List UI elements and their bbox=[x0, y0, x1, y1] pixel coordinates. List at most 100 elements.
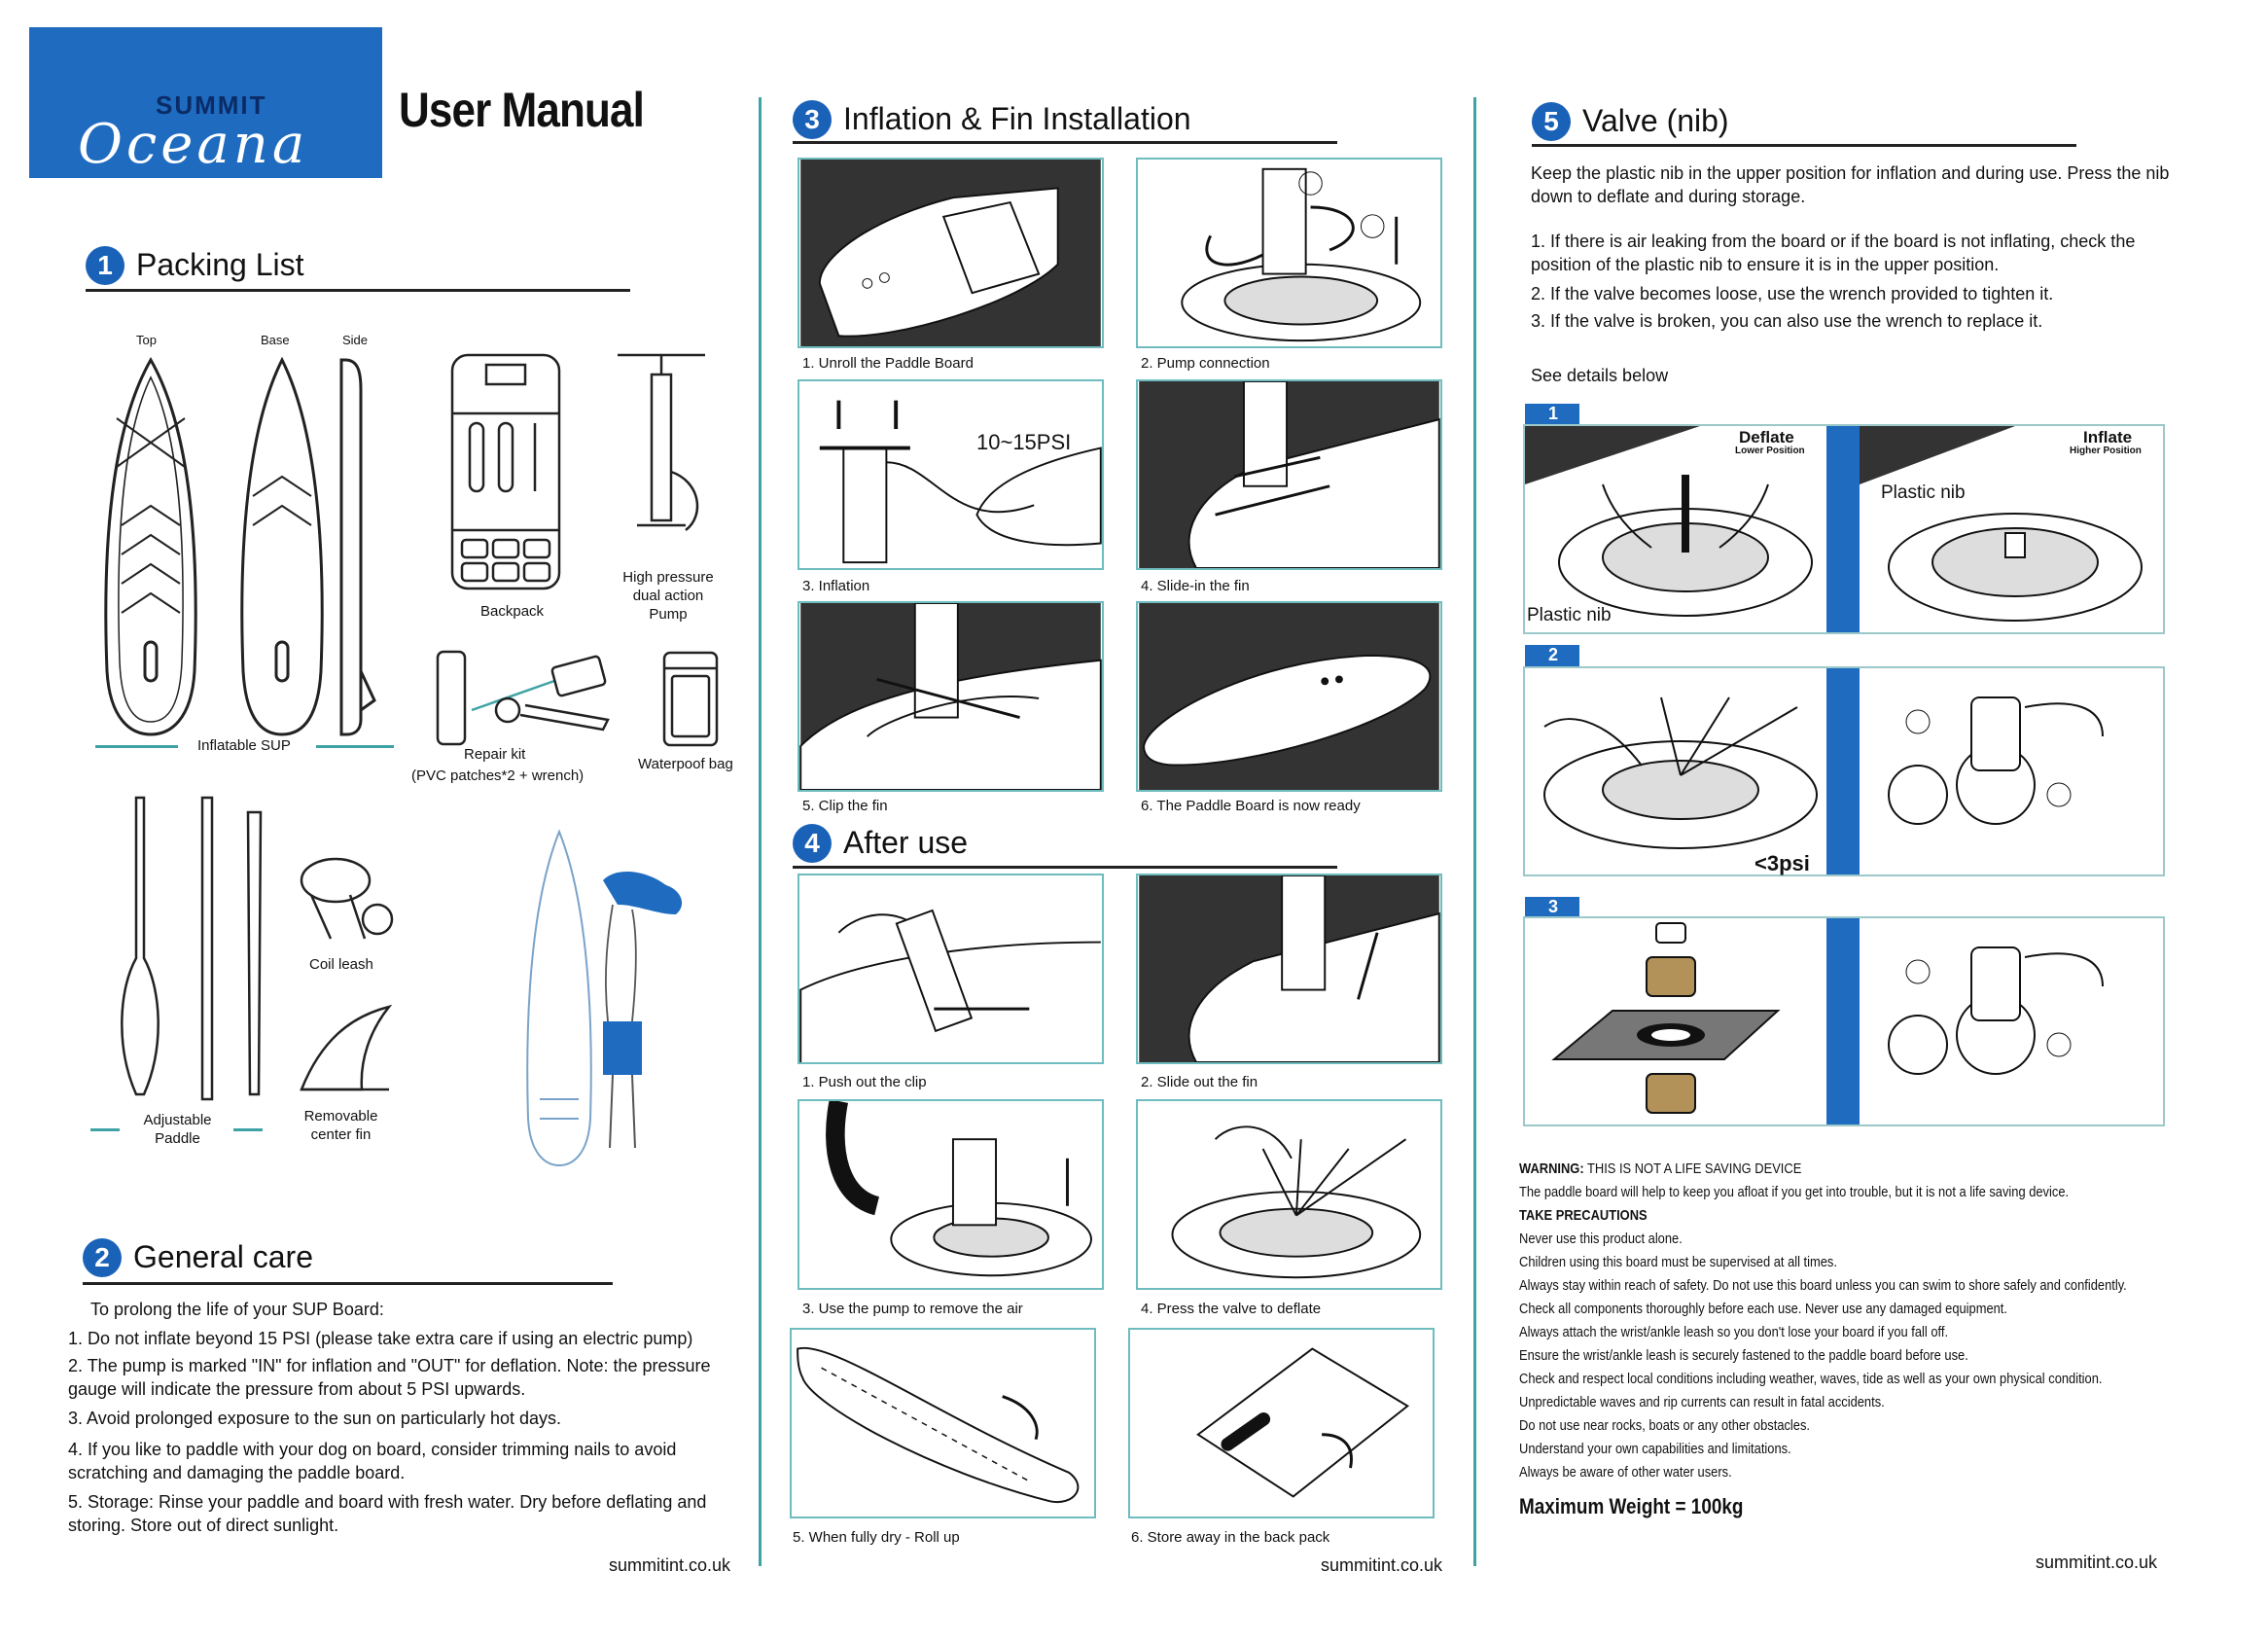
warning-line: Do not use near rocks, boats or any othe… bbox=[1519, 1417, 1811, 1434]
step-panel-clip-fin bbox=[797, 601, 1104, 792]
step-panel-inflation bbox=[797, 379, 1104, 570]
fin-illustration bbox=[300, 1004, 393, 1091]
warning-line: Ensure the wrist/ankle leash is securely… bbox=[1519, 1347, 1968, 1364]
warning-line: Never use this product alone. bbox=[1519, 1231, 1683, 1247]
step-caption: 2. Slide out the fin bbox=[1141, 1074, 1258, 1090]
footer-url: summitint.co.uk bbox=[2036, 1553, 2158, 1572]
warning-line: Unpredictable waves and rip currents can… bbox=[1519, 1394, 1885, 1410]
step-panel-press-valve bbox=[1136, 1099, 1442, 1290]
valve-intro: Keep the plastic nib in the upper positi… bbox=[1531, 163, 2170, 206]
person-with-board-illustration bbox=[526, 829, 683, 1167]
repair-kit-label: Repair kit bbox=[464, 746, 526, 763]
step-caption: 5. Clip the fin bbox=[802, 798, 888, 814]
step-panel-unroll bbox=[797, 158, 1104, 348]
divider bbox=[793, 866, 1337, 869]
max-weight: Maximum Weight = 100kg bbox=[1519, 1494, 1744, 1518]
warning-line: Check and respect local conditions inclu… bbox=[1519, 1371, 2103, 1387]
warning-line: Always be aware of other water users. bbox=[1519, 1464, 1732, 1481]
coil-leash-label: Coil leash bbox=[309, 956, 373, 973]
section-number: 1 bbox=[86, 245, 124, 285]
care-item: 3. Avoid prolonged exposure to the sun o… bbox=[68, 1409, 561, 1428]
warning-line: Check all components thoroughly before e… bbox=[1519, 1301, 2007, 1317]
section-number: 2 bbox=[83, 1237, 122, 1277]
step-panel-pump bbox=[1136, 158, 1442, 348]
care-item: 5. Storage: Rinse your paddle and board … bbox=[68, 1492, 707, 1535]
section-number: 3 bbox=[793, 99, 832, 139]
valve-row-2: <3psi bbox=[1523, 666, 2165, 876]
divider bbox=[83, 1282, 613, 1285]
plastic-nib-label: Plastic nib bbox=[1527, 605, 1612, 625]
step-caption: 1. Unroll the Paddle Board bbox=[802, 355, 974, 372]
warning-line: Always stay within reach of safety. Do n… bbox=[1519, 1277, 2127, 1294]
brand-name: SUMMIT bbox=[156, 90, 267, 120]
step-caption: 4. Press the valve to deflate bbox=[1141, 1301, 1322, 1317]
psi-label: 10~15PSI bbox=[976, 430, 1072, 454]
step-caption: 1. Push out the clip bbox=[802, 1074, 927, 1090]
waterproof-bag-label: Waterpoof bag bbox=[638, 756, 733, 772]
step-caption: 2. Pump connection bbox=[1141, 355, 1270, 372]
care-item: 2. The pump is marked "IN" for inflation… bbox=[68, 1356, 711, 1399]
step-panel-store bbox=[1128, 1328, 1435, 1518]
repair-kit-sub-label: (PVC patches*2 + wrench) bbox=[411, 767, 585, 784]
valve-item: 2. If the valve becomes loose, use the w… bbox=[1531, 284, 2054, 303]
repair-kit-illustration bbox=[436, 650, 610, 746]
brand-script: Oceana bbox=[78, 113, 309, 176]
view-base-label: Base bbox=[261, 333, 290, 347]
care-intro: To prolong the life of your SUP Board: bbox=[90, 1300, 384, 1319]
pump-illustration bbox=[618, 353, 705, 531]
valve-divider-bar bbox=[1826, 426, 1860, 632]
sup-board-illustration bbox=[104, 356, 376, 736]
valve-divider-bar bbox=[1826, 918, 1860, 1124]
warning-line: Always attach the wrist/ankle leash so y… bbox=[1519, 1324, 1949, 1340]
deflate-sub-label: Lower Position bbox=[1735, 446, 1805, 456]
valve-row-3 bbox=[1523, 916, 2165, 1126]
fin-label: Removable center fin bbox=[303, 1108, 378, 1143]
sup-label: Inflatable SUP bbox=[197, 737, 291, 754]
coil-leash-illustration bbox=[300, 857, 394, 940]
valve-row-number: 2 bbox=[1525, 645, 1579, 666]
warning-line: Children using this board must be superv… bbox=[1519, 1254, 1837, 1270]
valve-divider-bar bbox=[1826, 668, 1860, 875]
section-number: 5 bbox=[1532, 101, 1571, 141]
warning-line: The paddle board will help to keep you a… bbox=[1519, 1184, 2070, 1200]
step-caption: 6. Store away in the back pack bbox=[1131, 1529, 1330, 1546]
step-panel-slide-out-fin bbox=[1136, 874, 1442, 1064]
view-top-label: Top bbox=[136, 333, 157, 347]
brand-logo: SUMMIT Oceana bbox=[29, 27, 382, 178]
column-divider bbox=[1473, 97, 1476, 1566]
footer-url: summitint.co.uk bbox=[609, 1555, 731, 1575]
step-panel-board-ready bbox=[1136, 601, 1442, 792]
step-panel-roll-up bbox=[790, 1328, 1096, 1518]
inflate-label: Inflate bbox=[2083, 428, 2133, 446]
valve-item: 3. If the valve is broken, you can also … bbox=[1531, 311, 2043, 331]
divider bbox=[793, 141, 1337, 144]
page-title: User Manual bbox=[399, 83, 645, 137]
view-side-label: Side bbox=[342, 333, 369, 347]
step-caption: 6. The Paddle Board is now ready bbox=[1141, 798, 1361, 814]
footer-url: summitint.co.uk bbox=[1321, 1555, 1443, 1575]
step-caption: 3. Inflation bbox=[802, 578, 870, 594]
step-panel-push-clip bbox=[797, 874, 1104, 1064]
care-item: 1. Do not inflate beyond 15 PSI (please … bbox=[68, 1329, 693, 1348]
care-item: 4. If you like to paddle with your dog o… bbox=[68, 1440, 677, 1482]
step-panel-slide-fin bbox=[1136, 379, 1442, 570]
psi-label: <3psi bbox=[1754, 851, 1810, 875]
warning-title: WARNING: THIS IS NOT A LIFE SAVING DEVIC… bbox=[1519, 1160, 1802, 1177]
backpack-illustration bbox=[450, 353, 561, 590]
step-caption: 4. Slide-in the fin bbox=[1141, 578, 1250, 594]
divider bbox=[86, 289, 630, 292]
backpack-label: Backpack bbox=[480, 603, 545, 620]
valve-row-1: Deflate Lower Position Inflate Higher Po… bbox=[1523, 424, 2165, 634]
column-divider bbox=[759, 97, 762, 1566]
step-caption: 5. When fully dry - Roll up bbox=[793, 1529, 960, 1546]
waterproof-bag-illustration bbox=[662, 651, 719, 747]
warning-line: Understand your own capabilities and lim… bbox=[1519, 1441, 1791, 1457]
inflate-sub-label: Higher Position bbox=[2070, 446, 2142, 456]
pump-label: High pressure dual action Pump bbox=[622, 569, 714, 623]
valve-item: 1. If there is air leaking from the boar… bbox=[1531, 232, 2136, 274]
valve-row-number: 3 bbox=[1525, 897, 1579, 918]
